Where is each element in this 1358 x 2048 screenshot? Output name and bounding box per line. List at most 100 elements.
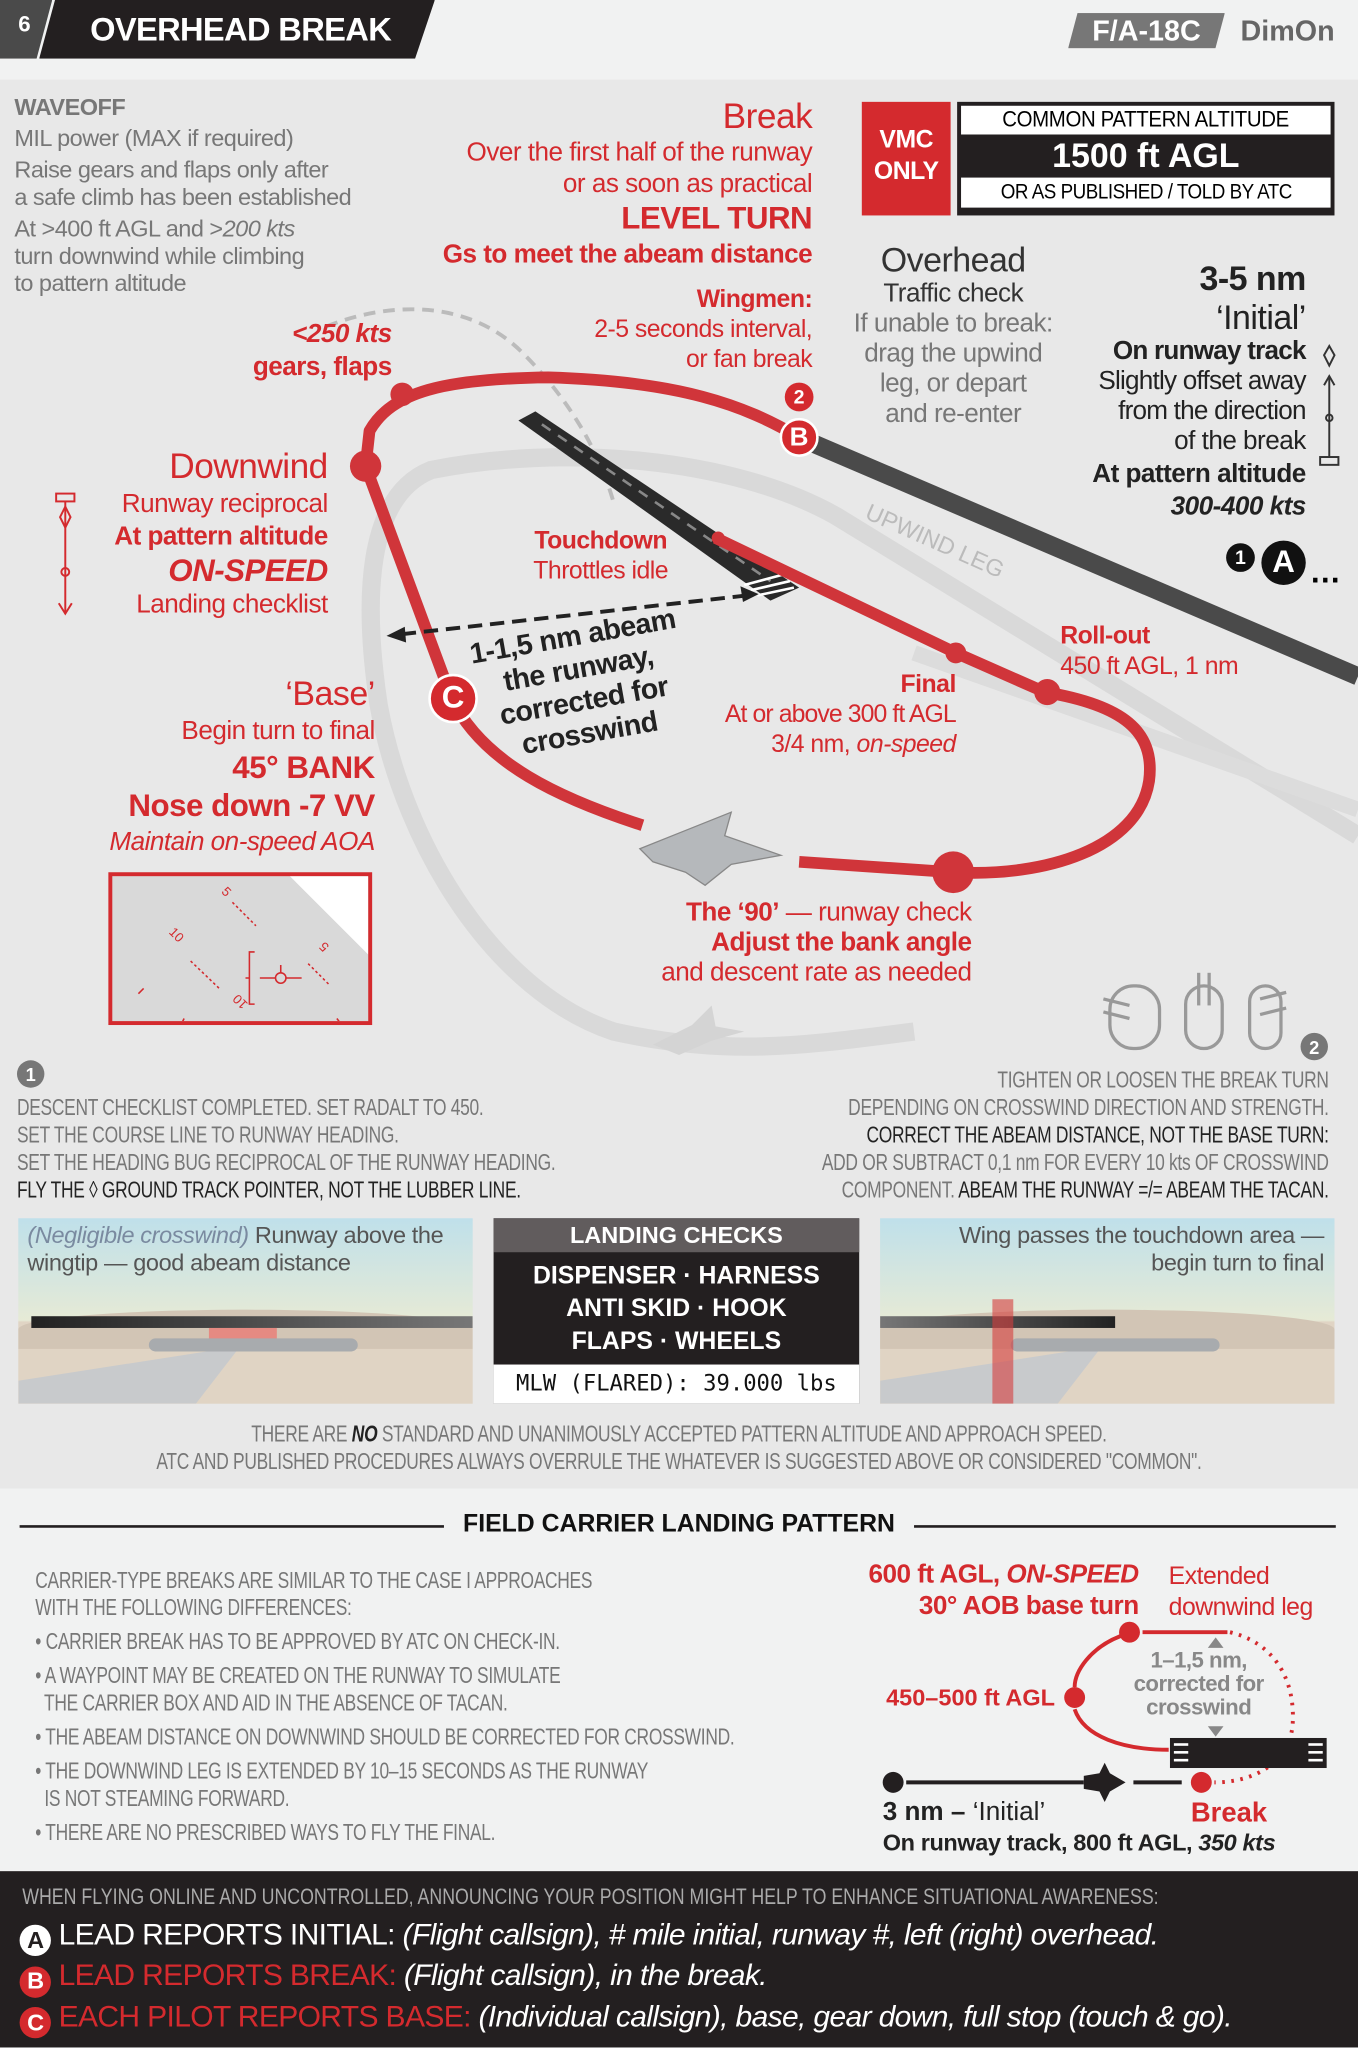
initial-name: ‘Initial’ (1216, 297, 1306, 337)
waveoff-line: MIL power (MAX if required) (14, 125, 294, 152)
fclp-title-wrap: FIELD CARRIER LANDING PATTERN (443, 1510, 915, 1540)
note-line: TIGHTEN OR LOOSEN THE BREAK TURN (998, 1066, 1330, 1093)
note-line: SET THE COURSE LINE TO RUNWAY HEADING. (16, 1121, 399, 1148)
call-label: LEAD REPORTS INITIAL: (58, 1916, 396, 1951)
fclp-bullet: • THE DOWNWIND LEG IS EXTENDED BY 10–15 … (35, 1757, 649, 1784)
disclaimer: THERE ARE NO STANDARD AND UNANIMOUSLY AC… (51, 1421, 1307, 1476)
red-pattern-path (359, 371, 1156, 879)
marker-c: C (428, 673, 478, 724)
fclp-red-path (1072, 1630, 1228, 1752)
fclp-abeam-line: corrected for (1133, 1671, 1265, 1697)
aircraft-label: F/A-18C (1092, 14, 1201, 48)
altitude-bottom: OR AS PUBLISHED / TOLD BY ATC (1000, 181, 1292, 204)
waveoff-line: turn downwind while climbing (14, 242, 305, 269)
panel-touchdown-area: Wing passes the touchdown area — begin t… (880, 1218, 1335, 1404)
downwind-block: Downwind Runway reciprocal At pattern al… (114, 445, 328, 621)
overhead-line: If unable to break: (853, 309, 1054, 339)
check-row: DISPENSER · HARNESS (532, 1262, 820, 1291)
waveoff-line: to pattern altitude (14, 270, 187, 297)
waveoff-line: a safe climb has been established (14, 184, 352, 211)
pattern-points (349, 382, 1061, 894)
waveoff-line: Raise gears and flaps only after (14, 156, 329, 183)
check-item: HOOK (712, 1295, 787, 1323)
runway-strip (31, 1316, 473, 1328)
initial-line: Slightly offset away (1098, 366, 1306, 396)
panel-text: Wing passes the touchdown area — begin t… (959, 1222, 1325, 1276)
fclp-jet-icon (1083, 1762, 1126, 1802)
vmc-line: ONLY (873, 157, 939, 186)
note-line: FLY THE ◊ GROUND TRACK POINTER, NOT THE … (16, 1176, 521, 1203)
panel-italic: (Negligible crosswind) (27, 1222, 249, 1249)
aircraft-badge: F/A-18C (1068, 13, 1225, 49)
call-text: (Flight callsign), in the break. (396, 1957, 768, 1992)
fclp-abeam-line: 1–1,5 nm, (1150, 1647, 1247, 1673)
altitude-value: 1500 ft AGL (1052, 135, 1240, 175)
footer-call-b: B LEAD REPORTS BREAK: (Flight callsign),… (19, 1956, 1232, 1998)
altitude-top: COMMON PATTERN ALTITUDE (1002, 107, 1290, 132)
fclp-initial-name: ‘Initial’ (972, 1798, 1046, 1827)
landing-checks-card: LANDING CHECKS DISPENSER · HARNESS ANTI … (493, 1218, 860, 1404)
base-title: ‘Base’ (285, 673, 375, 713)
rollout-title: Roll-out (1060, 622, 1150, 651)
overhead-line: Traffic check (883, 279, 1024, 309)
arrow-head-left (386, 626, 407, 643)
check-row: FLAPS · WHEELS (571, 1327, 782, 1356)
ninety-title: The ‘90’ (685, 898, 780, 928)
fclp-bullet: • CARRIER BREAK HAS TO BE APPROVED BY AT… (35, 1628, 560, 1655)
rollout-block: Roll-out 450 ft AGL, 1 nm (1060, 622, 1238, 682)
fclp-track: On runway track, 800 ft AGL, (882, 1829, 1199, 1856)
wingmen-block: Wingmen: 2-5 seconds interval, or fan br… (594, 285, 812, 375)
base-bank: 45° BANK (232, 750, 375, 787)
disclaimer-emphasis: NO (351, 1420, 378, 1447)
downwind-line: At pattern altitude (114, 522, 328, 552)
touchdown-marker (992, 1299, 1014, 1404)
fclp-base-label: 600 ft AGL, ON-SPEED 30° AOB base turn (868, 1559, 1140, 1622)
fclp-intro: WITH THE FOLLOWING DIFFERENCES: (35, 1594, 352, 1621)
fclp-bullet: • A WAYPOINT MAY BE CREATED ON THE RUNWA… (35, 1662, 561, 1689)
disclaimer-text: STANDARD AND UNANIMOUSLY ACCEPTED PATTER… (377, 1420, 1107, 1447)
fclp-base-point (1119, 1621, 1140, 1643)
title-tab: OVERHEAD BREAK (39, 0, 435, 59)
break-gs: Gs to meet the abeam distance (442, 240, 813, 269)
fclp-abeam-line: crosswind (1146, 1694, 1252, 1720)
panel-negligible-crosswind: (Negligible crosswind) Runway above the … (18, 1218, 473, 1404)
overhead-title: Overhead (880, 240, 1026, 280)
overhead-line: drag the upwind (864, 339, 1043, 369)
runway-threshold (743, 573, 795, 597)
overhead-line: and re-enter (885, 399, 1022, 429)
fclp-break-label: Break (1190, 1798, 1268, 1829)
marker-b: B (779, 417, 819, 458)
wing-icon (880, 1346, 1103, 1404)
ninety-line: Adjust the bank angle (711, 928, 972, 958)
final-block: Final At or above 300 ft AGL 3/4 nm, on-… (725, 670, 957, 760)
check-item: FLAPS (571, 1327, 653, 1356)
call-text: (Flight callsign), # mile initial, runwa… (394, 1916, 1159, 1951)
landing-checks-title: LANDING CHECKS (493, 1218, 860, 1253)
downwind-line: Landing checklist (136, 590, 328, 619)
fclp-speed: 350 kts (1198, 1829, 1276, 1856)
missile-icon (148, 1338, 358, 1352)
downwind-line: Runway reciprocal (121, 489, 328, 519)
page-number: 6 (18, 11, 31, 37)
runway-centerline (541, 423, 772, 583)
initial-block: 3-5 nm ‘Initial’ On runway track Slightl… (1092, 259, 1306, 523)
hud-symbology (137, 901, 340, 1022)
check-item: ANTI SKID (566, 1295, 691, 1323)
missile-icon (1010, 1338, 1220, 1352)
hud-box: 5 10 5 10 (108, 872, 373, 1026)
panel-text: Runway above the wingtip — good abeam di… (27, 1222, 444, 1276)
marker-1: 1 (1226, 543, 1255, 572)
check-item: WHEELS (675, 1327, 782, 1356)
continuation-dots: … (1309, 554, 1342, 591)
fclp-dotted-path (1214, 1630, 1295, 1785)
gear-block: <250 kts gears, flaps (253, 319, 392, 384)
downwind-title: Downwind (169, 446, 328, 486)
marker-a: A (1261, 540, 1306, 585)
touchdown-block: Touchdown Throttles idle (496, 526, 705, 586)
fclp-450-point (1064, 1687, 1086, 1708)
disclaimer-text: ATC AND PUBLISHED PROCEDURES ALWAYS OVER… (156, 1448, 1202, 1475)
fclp-alt: 600 ft AGL, (868, 1560, 1007, 1590)
mlw: MLW (FLARED): 39.000 lbs (493, 1364, 860, 1404)
